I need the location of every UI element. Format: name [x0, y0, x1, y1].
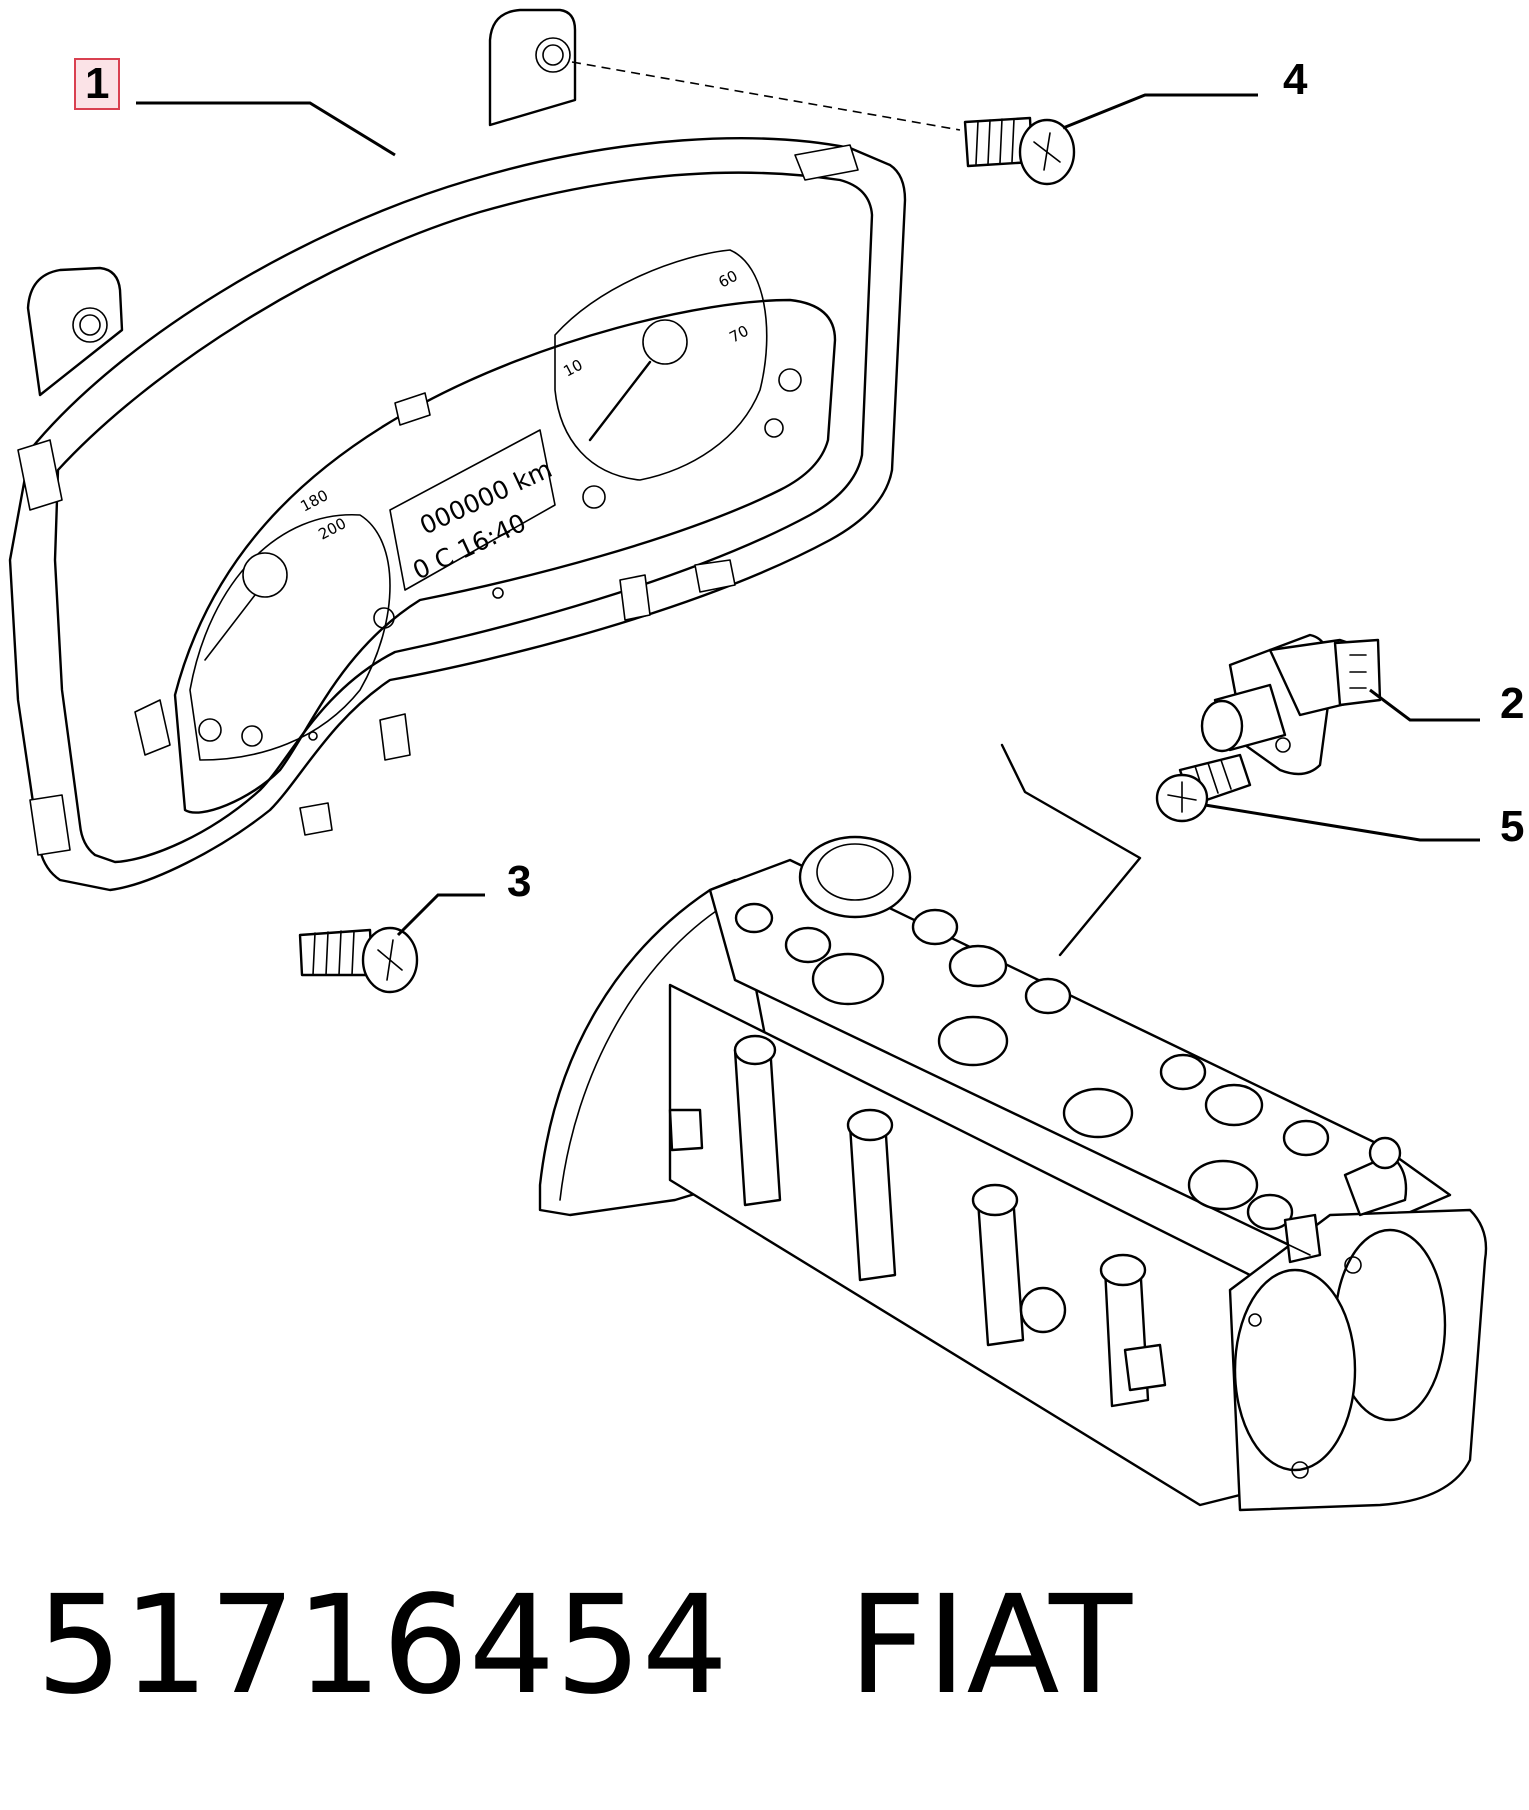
screw-4	[963, 116, 1076, 186]
leader-3	[396, 893, 485, 937]
screw-5	[1155, 753, 1252, 823]
callout-4[interactable]: 4	[1283, 55, 1308, 104]
assembly-dashed-line	[571, 61, 961, 131]
cylinder-head	[538, 835, 1488, 1512]
leader-2	[1369, 688, 1480, 722]
leader-5	[1204, 803, 1480, 842]
leader-lines	[136, 93, 1480, 957]
leader-4	[1062, 93, 1258, 130]
leader-1	[136, 101, 396, 157]
brand-name: FIAT	[848, 1567, 1133, 1725]
callout-3[interactable]: 3	[507, 857, 532, 906]
callout-1[interactable]: 1	[74, 58, 121, 110]
head-bracket-line	[1000, 743, 1142, 957]
instrument-cluster	[8, 8, 907, 892]
callout-2[interactable]: 2	[1500, 679, 1525, 728]
screw-3	[298, 926, 419, 994]
part-number: 51716454	[36, 1567, 729, 1725]
callout-5[interactable]: 5	[1500, 802, 1525, 851]
speed-sensor	[1200, 633, 1382, 776]
